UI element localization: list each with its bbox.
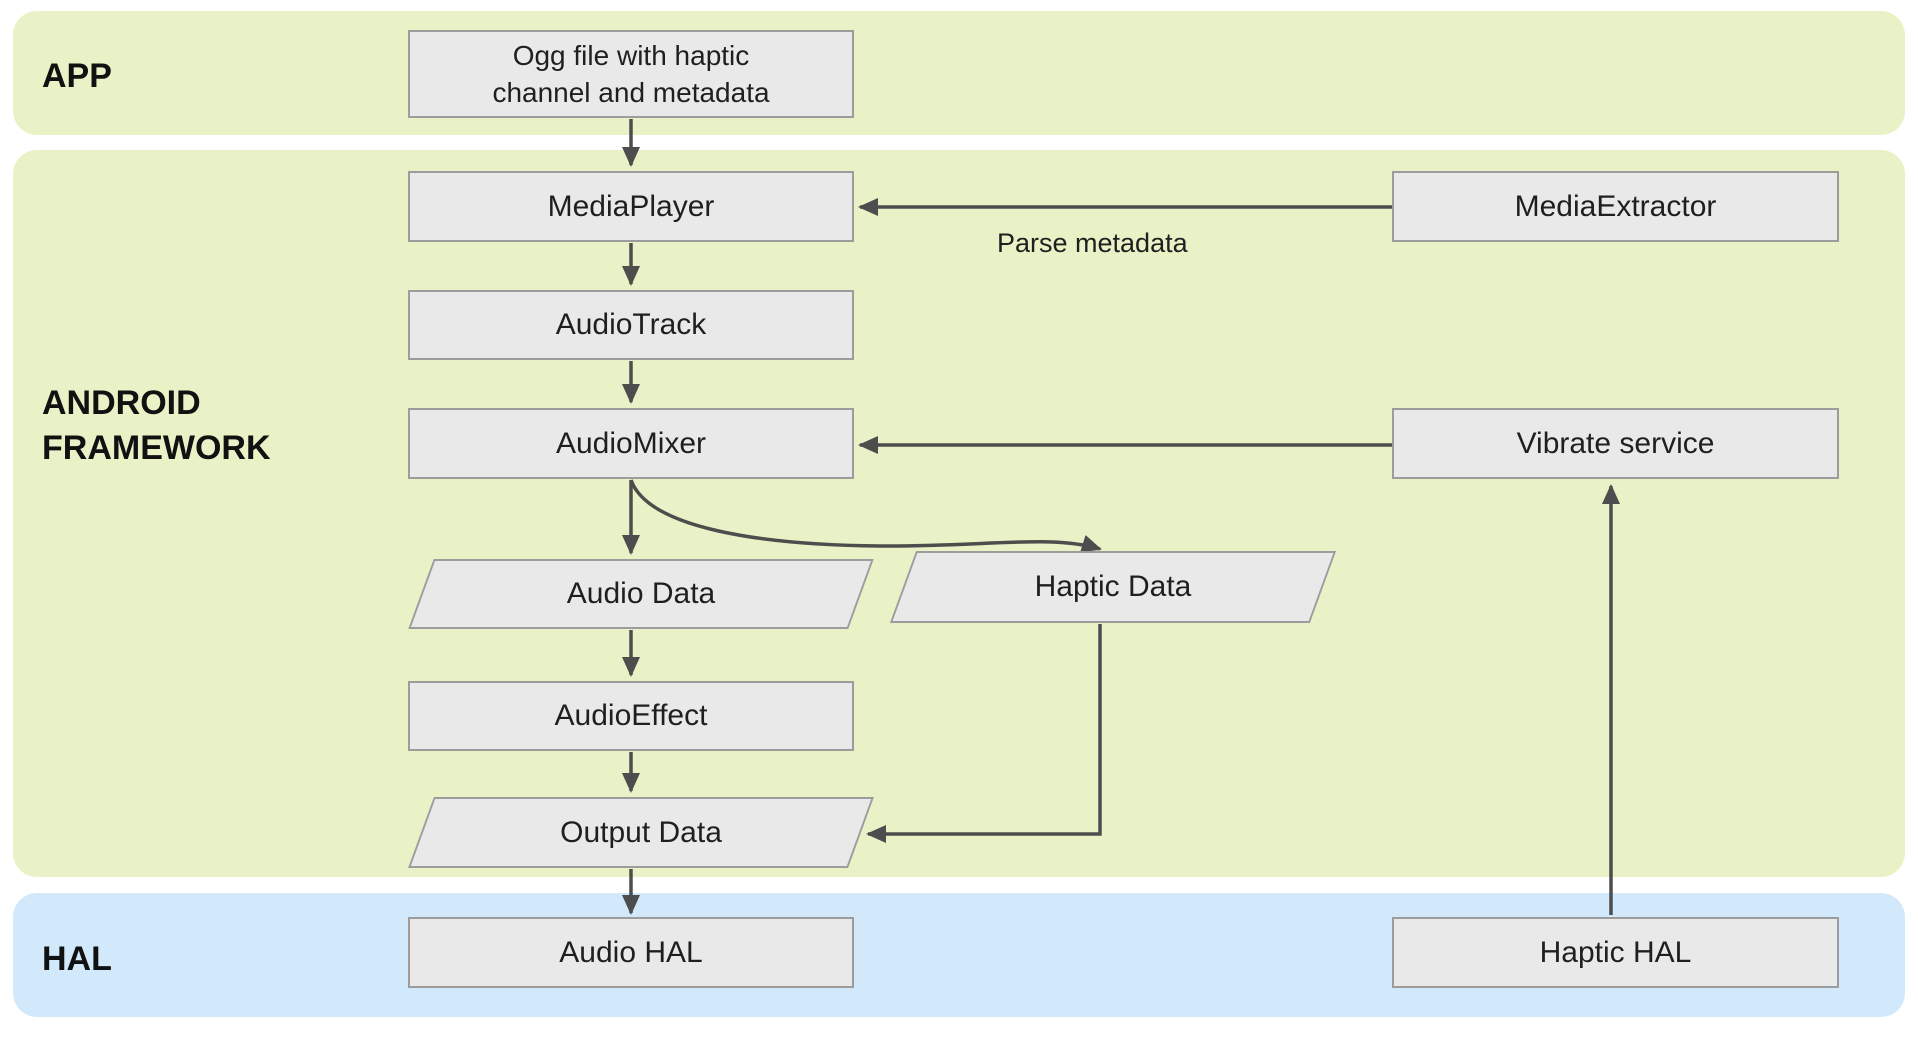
node-vibrate-service: Vibrate service bbox=[1392, 408, 1839, 479]
node-audioeffect-label: AudioEffect bbox=[554, 699, 708, 732]
edge-audiomixer-to-hapticdata bbox=[629, 479, 1102, 553]
node-vibrate-service-label: Vibrate service bbox=[1516, 426, 1715, 460]
band-label-app: APP bbox=[42, 57, 112, 95]
edge-label-parse-metadata: Parse metadata bbox=[997, 228, 1188, 258]
node-ogg-file-label: Ogg file with haptic channel and metadat… bbox=[492, 40, 770, 108]
node-audio-hal: Audio HAL bbox=[408, 917, 854, 988]
node-audiotrack-label: AudioTrack bbox=[555, 308, 707, 341]
node-audiotrack: AudioTrack bbox=[408, 290, 854, 360]
node-ogg-file: Ogg file with haptic channel and metadat… bbox=[408, 30, 854, 118]
node-mediaextractor-label: MediaExtractor bbox=[1514, 189, 1717, 223]
node-haptic-data: Haptic Data bbox=[889, 551, 1337, 623]
node-audiomixer: AudioMixer bbox=[408, 408, 854, 479]
node-haptic-hal-label: Haptic HAL bbox=[1539, 935, 1692, 969]
band-label-android-framework: ANDROID FRAMEWORK bbox=[42, 384, 271, 467]
node-haptic-data-label: Haptic Data bbox=[1034, 570, 1192, 603]
band-android-framework bbox=[13, 150, 1905, 877]
node-audio-hal-label: Audio HAL bbox=[559, 935, 703, 969]
node-output-data-label: Output Data bbox=[560, 815, 722, 849]
node-haptic-hal: Haptic HAL bbox=[1392, 917, 1839, 988]
node-audioeffect: AudioEffect bbox=[408, 681, 854, 751]
node-mediaextractor: MediaExtractor bbox=[1392, 171, 1839, 242]
node-output-data: Output Data bbox=[408, 797, 874, 868]
node-audio-data: Audio Data bbox=[408, 559, 874, 629]
node-mediaplayer: MediaPlayer bbox=[408, 171, 854, 242]
node-mediaplayer-label: MediaPlayer bbox=[547, 189, 715, 223]
node-audio-data-label: Audio Data bbox=[566, 577, 716, 610]
band-label-hal: HAL bbox=[42, 940, 112, 978]
node-audiomixer-label: AudioMixer bbox=[555, 426, 707, 460]
band-app bbox=[13, 11, 1905, 135]
edge-hapticdata-to-outputdata bbox=[866, 624, 1102, 843]
